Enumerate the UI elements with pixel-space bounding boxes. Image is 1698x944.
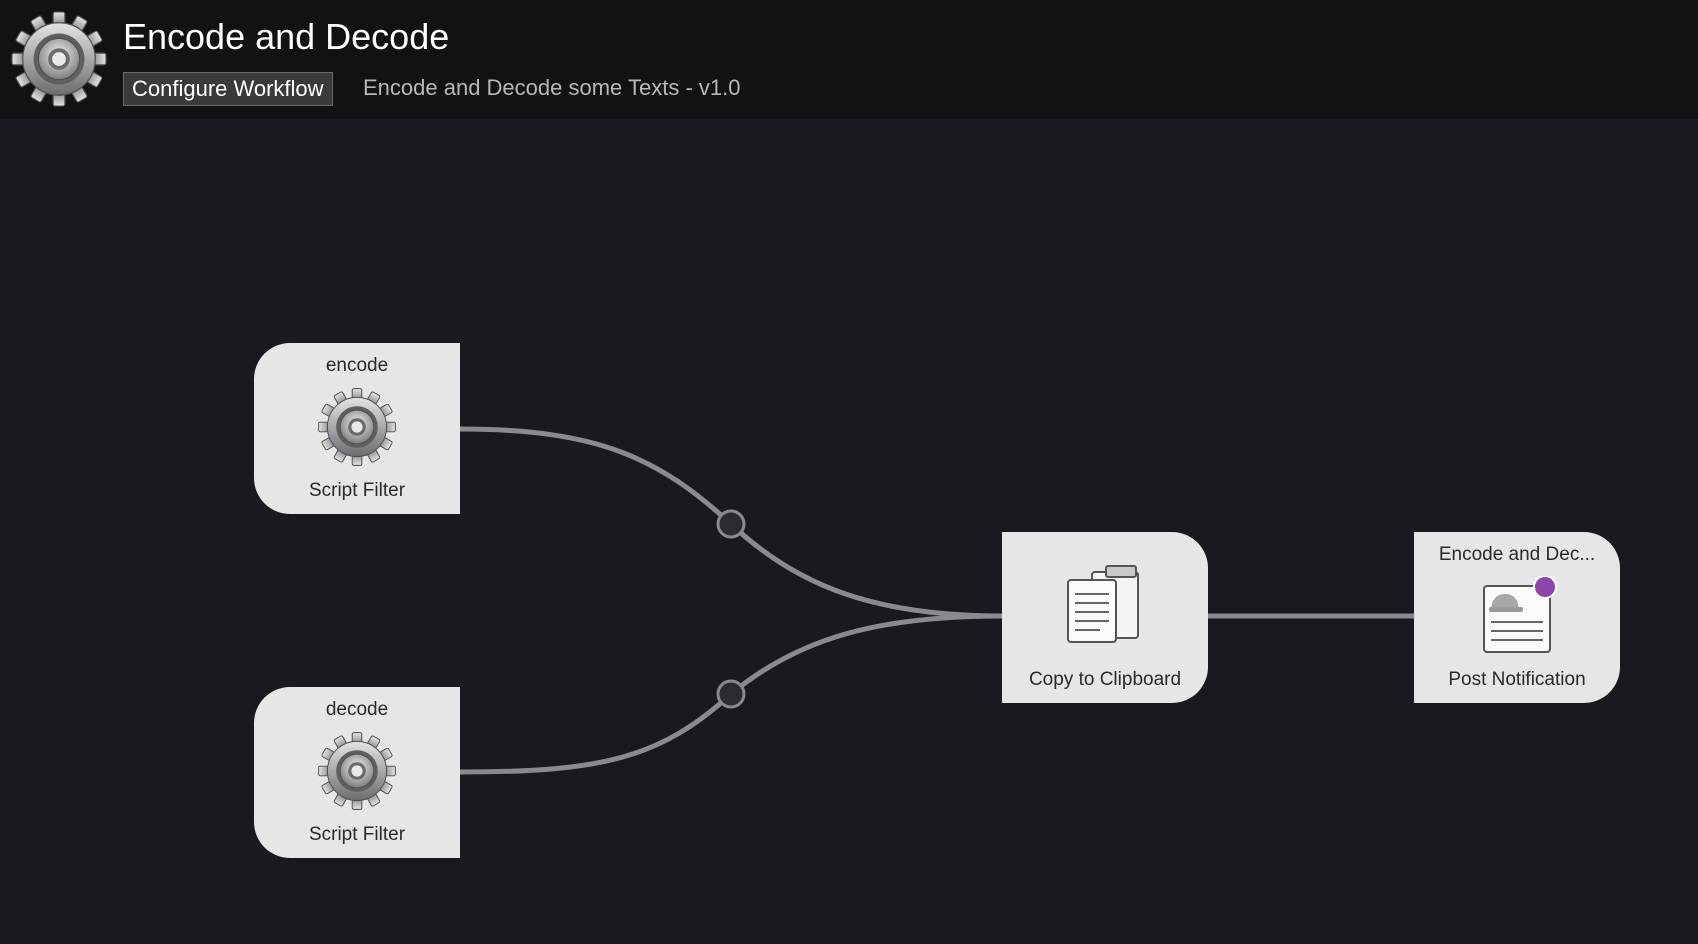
gear-icon (317, 731, 397, 811)
workflow-header: Encode and Decode Configure Workflow Enc… (0, 0, 1698, 119)
workflow-canvas[interactable]: encode Script Filter decode Script Filte… (0, 119, 1698, 944)
node-title: decode (325, 699, 389, 720)
page-title: Encode and Decode (123, 16, 450, 57)
configure-workflow-button[interactable]: Configure Workflow (123, 72, 333, 106)
node-title: Encode and Dec... (1438, 544, 1596, 565)
node-decode-script-filter[interactable]: decode Script Filter (254, 687, 460, 858)
notification-icon (1483, 576, 1557, 653)
node-type-label: Post Notification (1448, 669, 1586, 690)
node-type-label: Copy to Clipboard (1028, 669, 1182, 690)
node-copy-to-clipboard[interactable]: Copy to Clipboard (1002, 532, 1208, 703)
gear-icon (317, 387, 397, 467)
notification-badge-icon (1533, 576, 1557, 599)
gear-icon (10, 10, 108, 108)
workflow-description: Encode and Decode some Texts - v1.0 (363, 75, 741, 100)
connections-layer (459, 426, 1415, 775)
clipboard-icon (1067, 565, 1139, 643)
node-title: encode (325, 355, 389, 376)
node-encode-script-filter[interactable]: encode Script Filter (254, 343, 460, 514)
node-type-label: Script Filter (308, 824, 406, 845)
node-post-notification[interactable]: Encode and Dec... Post Notification (1414, 532, 1620, 703)
connection-dot-encode[interactable] (716, 509, 746, 539)
node-type-label: Script Filter (308, 480, 406, 501)
connection-dot-decode[interactable] (716, 679, 746, 709)
